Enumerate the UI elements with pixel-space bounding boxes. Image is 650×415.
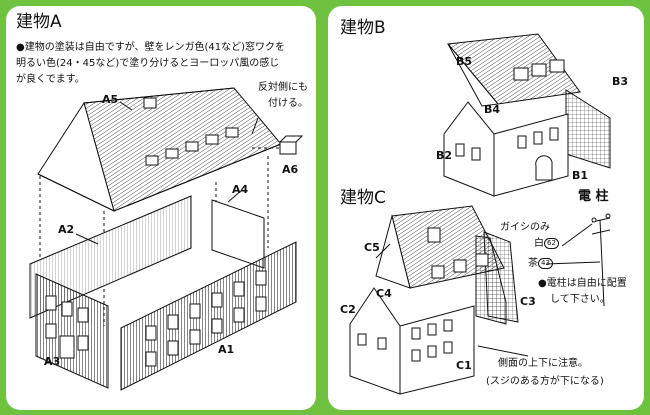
label-b2: B2 xyxy=(436,149,453,162)
label-c2: C2 xyxy=(340,303,356,316)
instruction-line-2: 明るい色(24・45など)で塗り分けるとヨーロッパ風の感じ xyxy=(16,58,280,69)
side-note-c-line-2: (スジのある方が下になる) xyxy=(486,376,604,387)
pole-title: 電 柱 xyxy=(578,189,609,204)
building-b-c-diagram xyxy=(349,33,611,395)
building-c-title: 建物C xyxy=(340,188,386,208)
label-c4: C4 xyxy=(376,287,392,300)
white-color-number: 62 xyxy=(544,238,559,249)
brown-label: 茶 xyxy=(528,258,538,269)
label-b1: B1 xyxy=(572,169,589,182)
instruction-line-1: ●建物の塗装は自由ですが、壁をレンガ色(41など)窓ワクを xyxy=(16,42,286,53)
label-b5: B5 xyxy=(456,55,473,68)
brown-color-number: 43 xyxy=(538,258,553,269)
white-label: 白 xyxy=(534,238,544,249)
pole-note-line-1: ●電柱は自由に配置 xyxy=(538,278,627,289)
building-a-title: 建物A xyxy=(16,12,62,32)
label-c1: C1 xyxy=(456,359,472,372)
label-a2: A2 xyxy=(58,223,75,236)
label-c5: C5 xyxy=(364,241,380,254)
label-a1: A1 xyxy=(218,343,235,356)
side-note-a-line-1: 反対側にも xyxy=(258,82,308,93)
panel-building-a: 建物A ●建物の塗装は自由ですが、壁をレンガ色(41など)窓ワクを 明るい色(2… xyxy=(6,6,316,410)
label-c3: C3 xyxy=(520,295,536,308)
building-b-title: 建物B xyxy=(340,18,386,38)
panel-building-b-c: 建物B 建物C B5 B3 B4 B2 B1 C5 C4 C2 C3 C1 電 … xyxy=(328,6,644,410)
insulator-label: ガイシのみ xyxy=(500,222,550,233)
side-note-c-line-1: 側面の上下に注意。 xyxy=(498,358,588,369)
label-a4: A4 xyxy=(232,183,249,196)
label-a6: A6 xyxy=(282,163,299,176)
label-b4: B4 xyxy=(484,103,501,116)
building-a-diagram xyxy=(29,87,304,391)
instruction-line-3: が良くでます。 xyxy=(16,74,85,85)
label-b3: B3 xyxy=(612,75,629,88)
label-a3: A3 xyxy=(44,355,61,368)
pole-note-line-2: して下さい。 xyxy=(550,294,610,305)
label-a5: A5 xyxy=(102,93,119,106)
side-note-a-line-2: 付ける。 xyxy=(268,98,308,109)
